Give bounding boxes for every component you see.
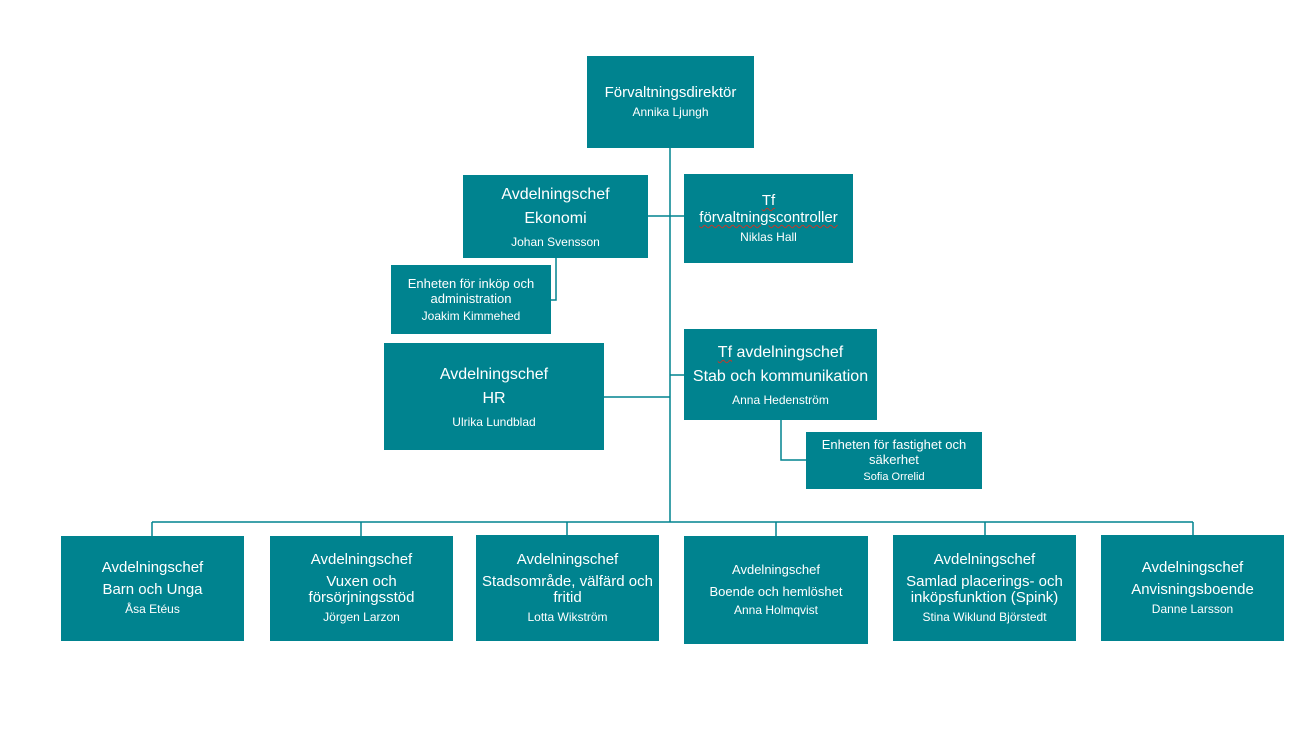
director-name: Annika Ljungh [632,105,709,119]
stab-name: Anna Hedenström [732,393,829,407]
stab-subtitle: Stab och kommunikation [692,368,869,385]
department-subtitle: Boende och hemlöshet [709,584,843,599]
controller-title: förvaltningscontroller [699,209,838,226]
director-title: Förvaltningsdirektör [604,84,737,101]
inkop-title: Enheten för inköp och administration [407,275,535,306]
department-box-spink: Avdelningschef Samlad placerings- och in… [893,535,1076,641]
department-name: Anna Holmqvist [733,603,819,617]
department-subtitle: Anvisningsboende [1131,580,1254,598]
department-title: Avdelningschef [732,562,820,577]
stab-title: Tf avdelningschef [718,341,843,365]
department-name: Lotta Wikström [527,609,608,624]
department-box-stadsomrade: Avdelningschef Stadsområde, välfärd och … [476,535,659,641]
department-name: Jörgen Larzon [323,610,400,624]
department-title: Avdelningschef [310,551,413,568]
department-subtitle: Vuxen och försörjningsstöd [308,573,415,606]
hr-title: Avdelningschef [439,366,549,383]
department-name: Danne Larsson [1151,601,1234,616]
department-title: Avdelningschef [1141,558,1244,576]
hr-box: Avdelningschef HR Ulrika Lundblad [384,343,604,450]
director-box: Förvaltningsdirektör Annika Ljungh [587,56,754,148]
inkop-box: Enheten för inköp och administration Joa… [391,265,551,334]
department-title: Avdelningschef [101,559,204,576]
department-name: Åsa Etéus [125,602,180,616]
department-box-vuxen: Avdelningschef Vuxen och försörjningsstö… [270,536,453,641]
inkop-name: Joakim Kimmehed [421,308,521,323]
controller-box: Tf förvaltningscontroller Niklas Hall [684,174,853,263]
department-name: Stina Wiklund Björstedt [922,609,1047,624]
ekonomi-box: Avdelningschef Ekonomi Johan Svensson [463,175,648,258]
department-box-anvisning: Avdelningschef Anvisningsboende Danne La… [1101,535,1284,641]
department-subtitle: Samlad placerings- och inköpsfunktion (S… [906,572,1063,606]
ekonomi-subtitle: Ekonomi [524,210,587,227]
department-title: Avdelningschef [516,550,619,568]
fastighet-box: Enheten för fastighet och säkerhet Sofia… [806,432,982,489]
ekonomi-title: Avdelningschef [501,186,610,203]
department-box-barn: Avdelningschef Barn och Unga Åsa Etéus [61,536,244,641]
stab-prefix: Tf [717,344,733,361]
fastighet-name: Sofia Orrelid [863,470,925,483]
department-box-boende: Avdelningschef Boende och hemlöshet Anna… [684,536,868,644]
department-title: Avdelningschef [933,550,1036,568]
ekonomi-name: Johan Svensson [511,235,600,249]
hr-subtitle: HR [482,390,506,407]
department-subtitle: Barn och Unga [102,581,203,598]
controller-prefix: Tf [761,192,776,209]
fastighet-title: Enheten för fastighet och säkerhet [821,436,967,467]
hr-name: Ulrika Lundblad [452,415,536,429]
stab-box: Tf avdelningschef Stab och kommunikation… [684,329,877,420]
controller-name: Niklas Hall [740,230,797,244]
stab-title-rest: avdelningschef [732,344,844,361]
department-subtitle: Stadsområde, välfärd och fritid [482,572,653,606]
